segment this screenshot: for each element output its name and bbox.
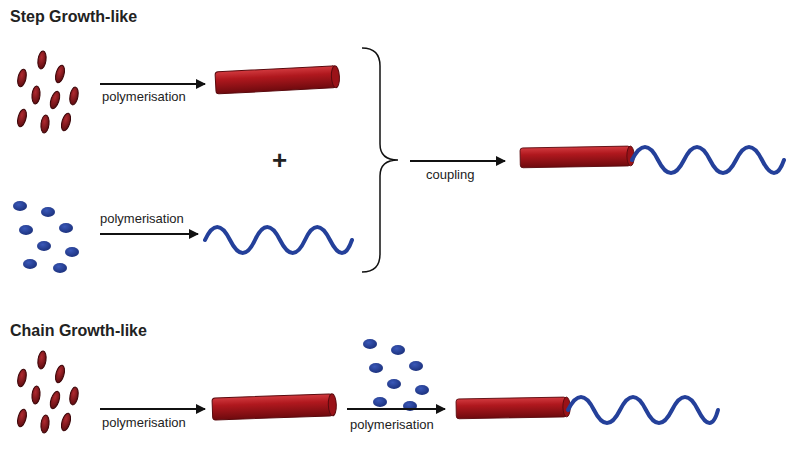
reaction-arrow — [347, 408, 445, 410]
arrow-label: polymerisation — [100, 212, 184, 227]
reaction-arrow — [410, 160, 505, 162]
drawing-part — [456, 397, 570, 419]
drawing-part — [215, 66, 340, 94]
coil-block — [632, 147, 784, 173]
rigid-block — [215, 66, 340, 94]
reaction-arrow — [100, 408, 205, 410]
drawing-part — [212, 394, 337, 420]
blue-monomers — [13, 201, 79, 273]
arrow-label: polymerisation — [350, 418, 434, 433]
section-heading: Chain Growth-like — [10, 322, 147, 340]
blue-monomers — [363, 339, 429, 411]
arrow-label: polymerisation — [102, 90, 186, 105]
rigid-block — [456, 397, 570, 419]
plus-sign: + — [272, 146, 287, 176]
red-monomers — [16, 351, 80, 434]
drawing-part — [520, 146, 634, 168]
rigid-block — [212, 394, 337, 420]
section-heading: Step Growth-like — [10, 8, 137, 26]
reaction-arrow — [100, 233, 198, 235]
brace — [362, 48, 398, 272]
red-monomers — [16, 51, 80, 134]
coil-block — [205, 227, 352, 253]
arrow-label: coupling — [426, 168, 474, 183]
rigid-block — [520, 146, 634, 168]
coil-block — [568, 397, 718, 423]
arrow-label: polymerisation — [102, 416, 186, 431]
reaction-arrow — [100, 83, 205, 85]
